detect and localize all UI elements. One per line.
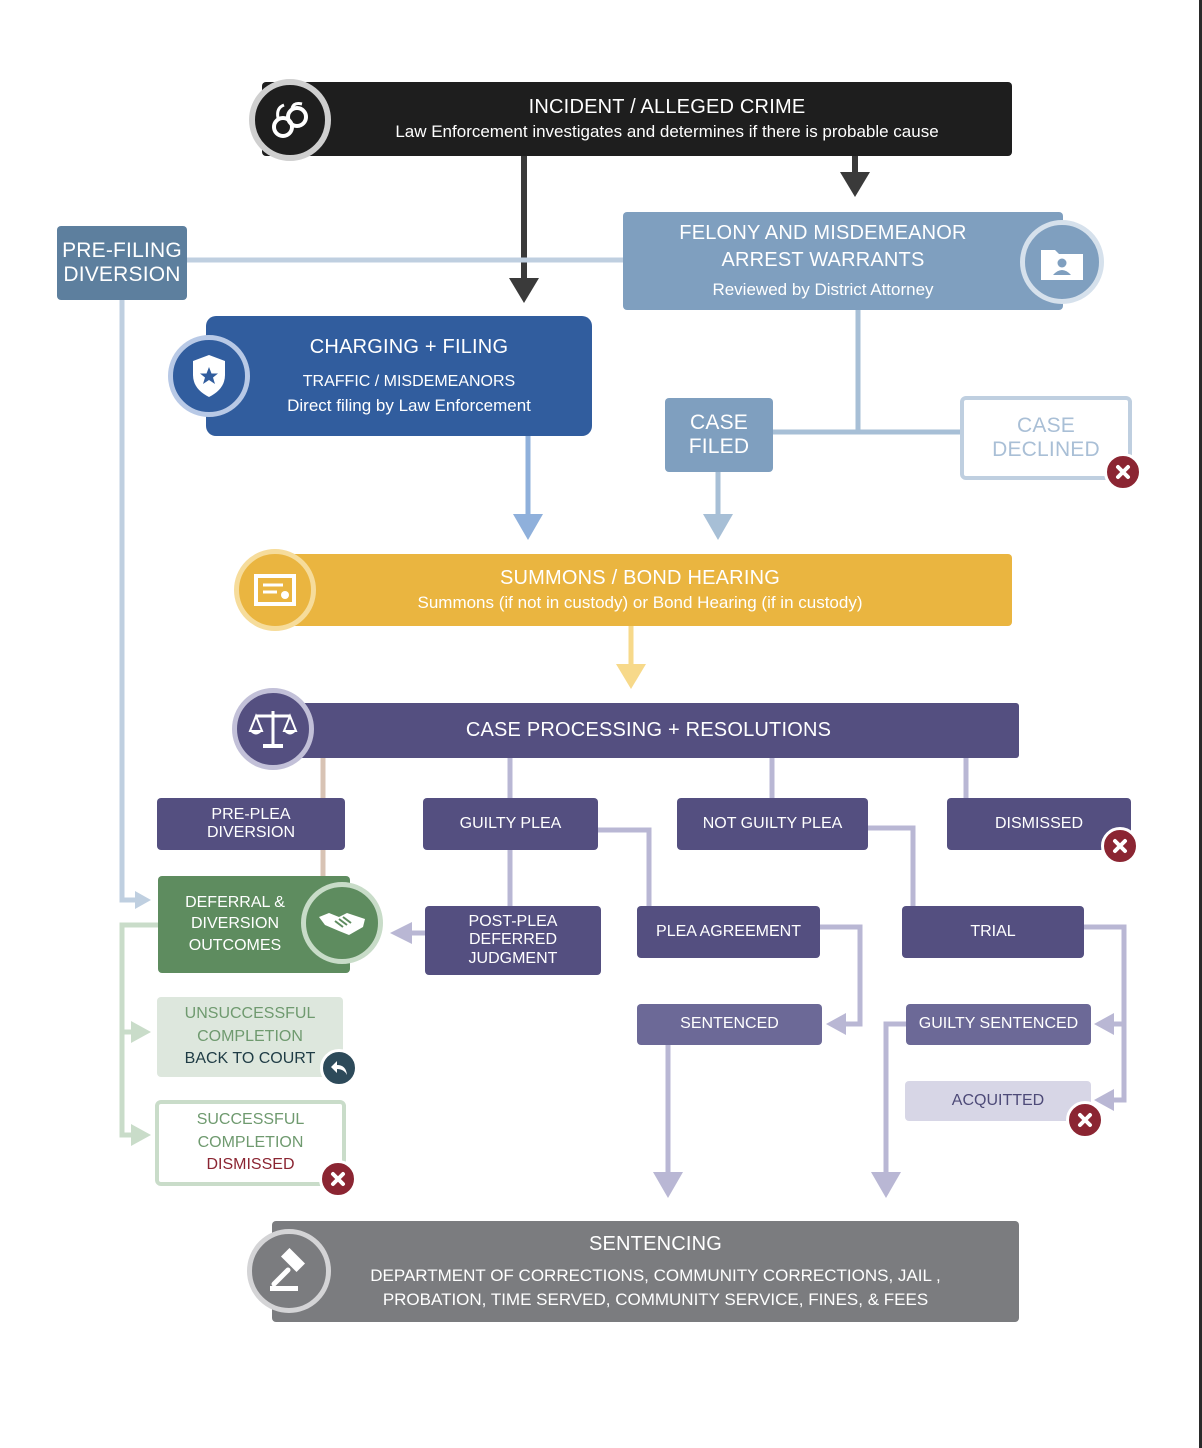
successful-line1: SUCCESSFUL (196, 1111, 305, 1129)
guilty-plea-label: GUILTY PLEA (459, 814, 562, 832)
arrowhead-acquitted (1094, 1089, 1114, 1111)
summons-subtitle: Summons (if not in custody) or Bond Hear… (417, 593, 863, 613)
not-guilty-plea-label: NOT GUILTY PLEA (702, 814, 843, 832)
acquitted-box: ACQUITTED (905, 1081, 1091, 1121)
connector-prefiling-deferral (119, 299, 138, 903)
postplea-line2: DEFERRED (468, 931, 557, 949)
successful-line2: COMPLETION (197, 1133, 304, 1151)
handcuffs-icon (249, 79, 331, 161)
postplea-line1: POST-PLEA (468, 912, 558, 930)
arrowhead-charging (509, 278, 539, 303)
summons-bond-box: SUMMONS / BOND HEARING Summons (if not i… (268, 554, 1012, 626)
plea-agreement-box: PLEA AGREEMENT (637, 906, 820, 958)
right-edge-line (1199, 0, 1202, 1448)
arrowhead-sentencing-right (871, 1172, 901, 1198)
sentencing-box: SENTENCING DEPARTMENT OF CORRECTIONS, CO… (272, 1221, 1019, 1322)
arrowhead-processing (616, 664, 646, 689)
scales-icon (232, 688, 314, 770)
unsuccessful-line3: BACK TO COURT (184, 1050, 316, 1068)
gavel-icon (247, 1229, 331, 1313)
declined-x-icon (1104, 453, 1142, 491)
arrowhead-successful (131, 1124, 151, 1146)
certificate-icon (234, 549, 316, 631)
processing-title: CASE PROCESSING + RESOLUTIONS (465, 719, 832, 741)
arrowhead-summons-right (703, 514, 733, 540)
unsuccessful-line2: COMPLETION (197, 1027, 303, 1045)
charging-filing-box: CHARGING + FILING TRAFFIC / MISDEMEANORS… (206, 316, 592, 436)
incident-subtitle: Law Enforcement investigates and determi… (395, 122, 939, 142)
preplea-line2: DIVERSION (206, 824, 295, 841)
guilty-plea-box: GUILTY PLEA (423, 798, 598, 850)
plea-agreement-label: PLEA AGREEMENT (656, 922, 801, 940)
pre-plea-diversion-box: PRE-PLEA DIVERSION (157, 798, 345, 850)
case-declined-line1: CASE (1017, 413, 1075, 437)
connector-notguilty-trial (867, 825, 916, 906)
unsuccessful-line1: UNSUCCESSFUL (184, 1005, 316, 1023)
connector-agreement-sentenced (820, 924, 863, 1027)
case-filed-box: CASE FILED (665, 398, 773, 472)
arrowhead-sentenced (826, 1013, 846, 1035)
sentencing-line1: DEPARTMENT OF CORRECTIONS, COMMUNITY COR… (370, 1266, 941, 1286)
dismissed-x-icon (1101, 827, 1139, 865)
arrowhead-warrants (840, 172, 870, 197)
incident-title: INCIDENT / ALLEGED CRIME (528, 96, 806, 119)
summons-title: SUMMONS / BOND HEARING (500, 567, 780, 590)
arrest-warrants-box: FELONY AND MISDEMEANOR ARREST WARRANTS R… (623, 212, 1063, 310)
connector-guiltysent-sentencing (883, 1021, 906, 1176)
charging-title: CHARGING + FILING (309, 336, 509, 359)
case-declined-box: CASE DECLINED (960, 396, 1132, 480)
successful-x-icon (319, 1160, 357, 1198)
trial-box: TRIAL (902, 906, 1084, 958)
post-plea-deferred-box: POST-PLEA DEFERRED JUDGMENT (425, 906, 601, 975)
sentenced-label: SENTENCED (680, 1015, 779, 1033)
handshake-icon (301, 882, 383, 964)
dismissed-box: DISMISSED (947, 798, 1131, 850)
arrowhead-unsuccessful (131, 1021, 151, 1043)
dismissed-label: DISMISSED (994, 814, 1083, 832)
warrants-sub: Reviewed by District Attorney (712, 280, 934, 300)
sentencing-title: SENTENCING (588, 1233, 723, 1256)
folder-person-icon (1020, 220, 1104, 304)
police-badge-icon (168, 335, 250, 417)
charging-sub1: TRAFFIC / MISDEMEANORS (302, 373, 516, 391)
warrants-line2: ARREST WARRANTS (721, 249, 925, 272)
arrowhead-sentencing-left (653, 1172, 683, 1198)
preplea-line1: PRE-PLEA (211, 805, 291, 823)
deferral-line2: DIVERSION (190, 915, 279, 933)
prefiling-line1: PRE-FILING (62, 238, 182, 262)
guilty-sentenced-label: GUILTY SENTENCED (918, 1015, 1079, 1033)
not-guilty-plea-box: NOT GUILTY PLEA (677, 798, 868, 850)
warrants-line1: FELONY AND MISDEMEANOR (679, 222, 967, 245)
acquitted-label: ACQUITTED (951, 1091, 1045, 1109)
trial-label: TRIAL (970, 922, 1016, 940)
prefiling-line2: DIVERSION (63, 263, 181, 286)
arrowhead-deferral-left (390, 922, 412, 944)
charging-sub2: Direct filing by Law Enforcement (287, 396, 531, 416)
deferral-line1: DEFERRAL & (185, 893, 285, 911)
connector-trial-outcomes (1084, 924, 1127, 1103)
case-filed-line2: FILED (688, 435, 750, 458)
arrowhead-deferral (135, 891, 151, 909)
arrowhead-guilty-sentenced (1094, 1013, 1114, 1035)
connector-guilty-agreement (597, 827, 652, 906)
arrowhead-summons-left (513, 514, 543, 540)
successful-completion-box: SUCCESSFUL COMPLETION DISMISSED (155, 1100, 346, 1186)
back-arrow-icon (320, 1049, 358, 1087)
unsuccessful-completion-box: UNSUCCESSFUL COMPLETION BACK TO COURT (157, 997, 343, 1077)
incident-box: INCIDENT / ALLEGED CRIME Law Enforcement… (262, 82, 1012, 156)
postplea-line3: JUDGMENT (468, 949, 558, 967)
case-processing-box: CASE PROCESSING + RESOLUTIONS (268, 703, 1019, 758)
successful-line3: DISMISSED (206, 1156, 295, 1174)
deferral-line3: OUTCOMES (188, 936, 282, 954)
prefiling-diversion-box: PRE-FILING DIVERSION (57, 226, 187, 300)
case-declined-line2: DECLINED (992, 438, 1100, 461)
guilty-sentenced-box: GUILTY SENTENCED (906, 1004, 1091, 1045)
sentencing-line2: PROBATION, TIME SERVED, COMMUNITY SERVIC… (382, 1290, 929, 1309)
acquitted-x-icon (1066, 1101, 1104, 1139)
case-filed-line1: CASE (690, 410, 748, 434)
sentenced-box: SENTENCED (637, 1004, 822, 1045)
